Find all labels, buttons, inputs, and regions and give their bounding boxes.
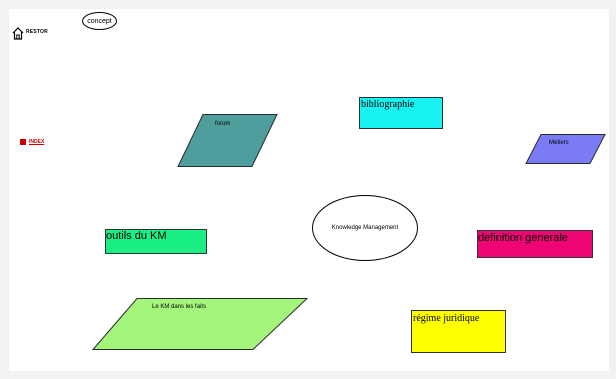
home-icon — [12, 27, 24, 40]
definition-node[interactable]: definition generale — [477, 230, 593, 258]
regime-label: régime juridique — [413, 313, 480, 324]
index-link[interactable]: INDEX — [20, 138, 50, 147]
concept-node[interactable]: concept — [82, 12, 117, 30]
knowledge-management-label: Knowledge Management — [331, 225, 399, 231]
outils-node[interactable]: outils du KM — [105, 229, 207, 254]
metiers-label: Métiers — [549, 140, 569, 146]
km-faits-node[interactable]: Le KM dans les faits — [91, 298, 309, 350]
mind-map-canvas — [9, 9, 609, 371]
definition-label: definition generale — [478, 232, 568, 244]
home-link[interactable]: RESTOR — [12, 27, 52, 41]
regime-node[interactable]: régime juridique — [411, 310, 506, 353]
metiers-node[interactable]: Métiers — [525, 134, 606, 164]
forum-label: forum — [215, 121, 231, 127]
km-faits-label: Le KM dans les faits — [152, 304, 207, 310]
home-label: RESTOR — [26, 29, 48, 35]
km-faits-shape — [91, 298, 309, 350]
concept-label: concept — [87, 17, 112, 25]
outils-label: outils du KM — [106, 230, 167, 242]
metiers-shape — [525, 134, 606, 164]
square-bullet-icon — [20, 139, 26, 145]
knowledge-management-node[interactable]: Knowledge Management — [312, 195, 418, 261]
bibliographie-node[interactable]: bibliographie — [359, 97, 443, 129]
bibliographie-label: bibliographie — [361, 99, 415, 110]
forum-shape — [177, 114, 278, 167]
forum-node[interactable]: forum — [177, 114, 278, 167]
index-label: INDEX — [29, 139, 45, 145]
